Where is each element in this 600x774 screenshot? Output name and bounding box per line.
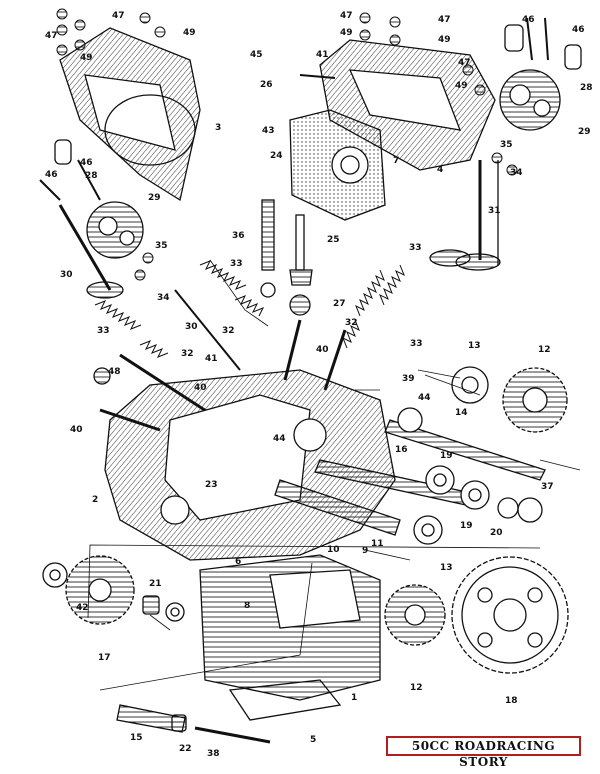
callout-17: 28 — [580, 83, 593, 93]
parts-group — [39, 8, 582, 744]
callout-56: 2 — [92, 495, 98, 505]
callout-22: 35 — [500, 140, 513, 150]
callout-12: 49 — [438, 35, 451, 45]
callout-59: 20 — [490, 528, 503, 538]
callout-72: 1 — [351, 693, 357, 703]
callout-20: 24 — [270, 151, 283, 161]
callout-41: 33 — [410, 339, 423, 349]
callout-3: 49 — [80, 53, 93, 63]
callout-42: 32 — [181, 349, 194, 359]
callout-62: 10 — [327, 545, 340, 555]
callout-5: 45 — [250, 50, 263, 60]
callout-61: 11 — [371, 539, 384, 549]
callout-73: 15 — [130, 733, 143, 743]
callout-53: 16 — [395, 445, 408, 455]
watermark-banner: 50CC ROADRACING STORY — [386, 736, 581, 769]
callout-4: 3 — [215, 123, 221, 133]
callout-50: 44 — [418, 393, 431, 403]
callout-10: 49 — [340, 28, 353, 38]
callout-13: 47 — [458, 58, 471, 68]
callout-30: 34 — [157, 293, 170, 303]
callout-6: 26 — [260, 80, 273, 90]
callout-16: 46 — [572, 25, 585, 35]
callout-24: 31 — [488, 206, 501, 216]
callout-64: 6 — [235, 557, 241, 567]
callout-52: 40 — [316, 345, 329, 355]
callout-9: 47 — [340, 11, 353, 21]
callout-63: 9 — [362, 546, 368, 556]
callout-23: 34 — [510, 168, 523, 178]
callout-29: 35 — [155, 241, 168, 251]
callout-74: 22 — [179, 744, 192, 754]
callout-33: 25 — [327, 235, 340, 245]
callout-14: 49 — [455, 81, 468, 91]
callout-32: 36 — [232, 231, 245, 241]
callout-71: 18 — [505, 696, 518, 706]
callout-15: 46 — [522, 15, 535, 25]
callout-55: 44 — [273, 434, 286, 444]
callout-68: 17 — [98, 653, 111, 663]
callout-19: 7 — [393, 156, 399, 166]
callout-66: 21 — [149, 579, 162, 589]
callout-36: 33 — [97, 326, 110, 336]
callout-31: 30 — [60, 270, 73, 280]
callout-0: 47 — [112, 11, 125, 21]
callout-76: 5 — [310, 735, 316, 745]
callout-51: 14 — [455, 408, 468, 418]
callout-40: 32 — [345, 318, 358, 328]
callout-37: 30 — [185, 322, 198, 332]
callout-27: 46 — [45, 170, 58, 180]
callout-35: 27 — [333, 299, 346, 309]
callout-39: 33 — [409, 243, 422, 253]
callout-46: 41 — [205, 354, 218, 364]
callout-28: 29 — [148, 193, 161, 203]
callout-26: 28 — [85, 171, 98, 181]
callout-labels: 4749474934526414347494749474946462829724… — [45, 11, 593, 759]
callout-69: 13 — [440, 563, 453, 573]
callout-2: 47 — [45, 31, 58, 41]
callout-7: 41 — [316, 50, 329, 60]
callout-57: 23 — [205, 480, 218, 490]
callout-47: 40 — [194, 383, 207, 393]
callout-34: 33 — [230, 259, 243, 269]
callout-25: 46 — [80, 158, 93, 168]
callout-18: 29 — [578, 127, 591, 137]
callout-45: 48 — [108, 367, 121, 377]
callout-75: 38 — [207, 749, 220, 759]
leader-lines — [87, 259, 581, 691]
callout-21: 4 — [437, 165, 443, 175]
callout-65: 8 — [244, 601, 250, 611]
callout-54: 19 — [440, 451, 453, 461]
callout-48: 39 — [402, 374, 415, 384]
callout-1: 49 — [183, 28, 196, 38]
callout-70: 12 — [410, 683, 423, 693]
callout-49: 40 — [70, 425, 83, 435]
callout-8: 43 — [262, 126, 275, 136]
callout-44: 12 — [538, 345, 551, 355]
callout-60: 19 — [460, 521, 473, 531]
callout-58: 37 — [541, 482, 554, 492]
callout-11: 47 — [438, 15, 451, 25]
callout-38: 32 — [222, 326, 235, 336]
callout-43: 13 — [468, 341, 481, 351]
callout-67: 42 — [76, 603, 89, 613]
